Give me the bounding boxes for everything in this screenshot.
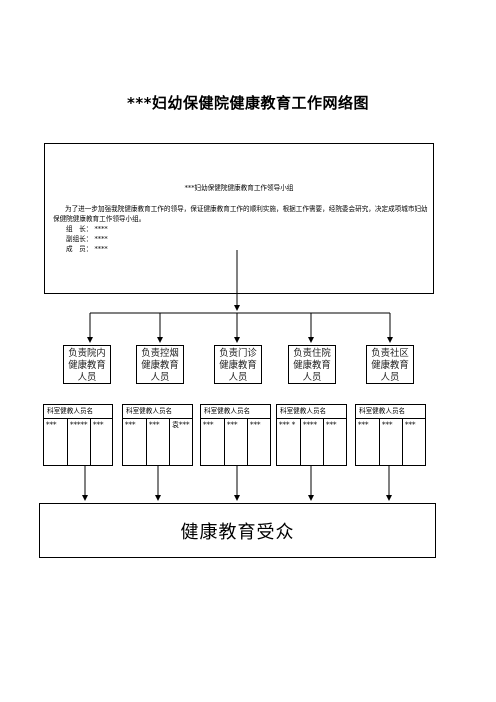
staff-cell: *** <box>405 421 416 429</box>
staff-table-header: 科室健教人员名 <box>356 405 425 419</box>
staff-table: 科室健教人员名 *** *** 袁*** <box>122 404 193 466</box>
leadership-group-box: ***妇幼保健院健康教育工作领导小组 为了进一步加强我院健康教育工作的领导，保证… <box>44 143 434 294</box>
dept-box-inpatient-internal: 负责院内健康教育人员 <box>63 345 111 384</box>
staff-table-header: 科室健教人员名 <box>201 405 270 419</box>
staff-cell: *** <box>44 419 68 466</box>
leadership-group-heading: ***妇幼保健院健康教育工作领导小组 <box>184 184 294 192</box>
staff-cell: *** <box>225 419 248 466</box>
staff-cell: *** <box>93 421 104 429</box>
staff-cell: *** <box>326 421 337 429</box>
staff-cell: *** * <box>277 419 301 466</box>
leadership-group-body: 为了进一步加强我院健康教育工作的领导，保证健康教育工作的顺利实施，根据工作需要，… <box>53 204 431 254</box>
audience-label: 健康教育受众 <box>180 522 295 543</box>
member-line-members: 成 员： **** <box>53 244 431 254</box>
member-role: 组 长： <box>66 225 93 233</box>
member-line-deputy: 副组长： **** <box>53 234 431 244</box>
staff-cell: *** <box>147 419 170 466</box>
staff-table-header: 科室健教人员名 <box>44 405 112 419</box>
staff-table-header: 科室健教人员名 <box>123 405 192 419</box>
member-line-leader: 组 长： **** <box>53 224 431 234</box>
staff-cell: **** <box>301 419 324 466</box>
member-name: **** <box>94 225 108 233</box>
staff-cell: ***** <box>68 419 91 466</box>
leadership-group-description: 为了进一步加强我院健康教育工作的领导，保证健康教育工作的顺利实施，根据工作需要，… <box>53 205 428 223</box>
staff-table: 科室健教人员名 *** *** *** <box>355 404 426 466</box>
staff-cell: *** <box>201 419 225 466</box>
member-role: 成 员： <box>66 245 93 253</box>
staff-cell: *** <box>380 419 403 466</box>
staff-table-header: 科室健教人员名 <box>277 405 346 419</box>
dept-box-community: 负责社区健康教育人员 <box>366 345 414 384</box>
page-title: ***妇幼保健院健康教育工作网络图 <box>126 94 370 112</box>
dept-box-inpatient-ward: 负责住院健康教育人员 <box>288 345 336 384</box>
member-name: **** <box>94 245 108 253</box>
staff-table: 科室健教人员名 *** * **** *** <box>276 404 347 466</box>
dept-box-outpatient: 负责门诊健康教育人员 <box>214 345 262 384</box>
member-role: 副组长： <box>66 235 93 243</box>
staff-cell: *** <box>356 419 380 466</box>
staff-cell: *** <box>250 421 261 429</box>
staff-table: 科室健教人员名 *** *** *** <box>200 404 271 466</box>
member-name: **** <box>94 235 108 243</box>
dept-box-tobacco-control: 负责控烟健康教育人员 <box>136 345 184 384</box>
staff-cell: *** <box>123 419 147 466</box>
staff-cell: 袁*** <box>172 421 190 429</box>
staff-table: 科室健教人员名 *** ***** *** <box>43 404 113 466</box>
audience-box: 健康教育受众 <box>39 503 436 558</box>
